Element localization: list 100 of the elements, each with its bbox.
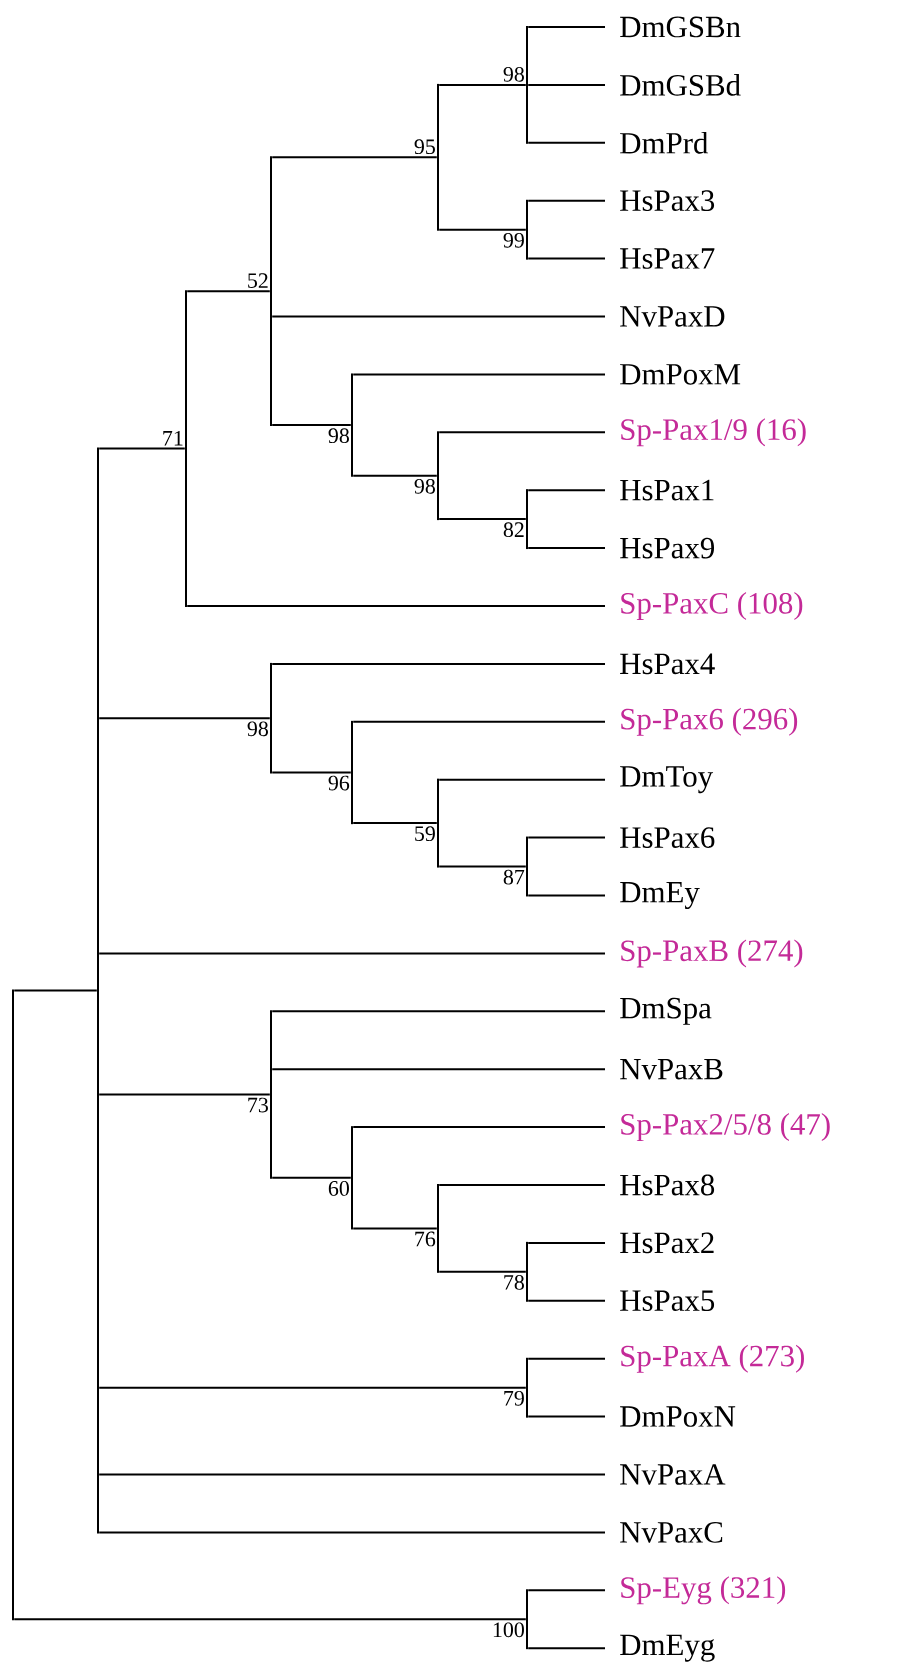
bootstrap-value: 100 xyxy=(493,1622,524,1638)
branch-line xyxy=(526,836,528,897)
leaf-label: Sp-Pax1/9 (16) xyxy=(621,418,806,447)
branch-line xyxy=(438,1184,606,1186)
branch-line xyxy=(527,257,606,260)
branch-line xyxy=(271,1068,606,1071)
bootstrap-value: 78 xyxy=(504,1275,524,1290)
bootstrap-value: 98 xyxy=(503,66,524,82)
leaf-label: NvPaxC xyxy=(620,1522,723,1543)
bootstrap-value: 99 xyxy=(503,232,524,248)
bootstrap-value: 79 xyxy=(504,1390,524,1406)
leaf-label: HsPax9 xyxy=(620,537,714,559)
branch-line xyxy=(185,290,187,607)
branch-line xyxy=(271,1176,352,1179)
branch-line xyxy=(352,822,438,825)
branch-line xyxy=(527,836,606,839)
leaf-label: Sp-PaxC (108) xyxy=(621,592,803,620)
branch-line xyxy=(271,771,352,774)
branch-line xyxy=(270,1010,272,1179)
branch-line xyxy=(98,1386,527,1389)
leaf-label: HsPax4 xyxy=(620,653,715,675)
branch-line xyxy=(437,1184,439,1273)
branch-line xyxy=(438,83,527,86)
branch-line xyxy=(13,989,98,992)
branch-line xyxy=(526,1241,528,1302)
branch-line xyxy=(98,952,606,955)
leaf-label: HsPax2 xyxy=(620,1232,714,1254)
branch-line xyxy=(437,431,439,521)
branch-line xyxy=(527,1415,606,1418)
branch-line xyxy=(351,1126,353,1230)
leaf-label: DmPoxM xyxy=(620,364,741,385)
branch-line xyxy=(527,1357,606,1360)
leaf-label: HsPax5 xyxy=(620,1290,715,1312)
bootstrap-value: 52 xyxy=(248,273,268,288)
bootstrap-value: 98 xyxy=(414,478,435,494)
leaf-label: DmEyg xyxy=(620,1634,715,1662)
branch-line xyxy=(527,1241,606,1244)
bootstrap-value: 96 xyxy=(328,775,350,791)
branch-line xyxy=(527,489,606,492)
branch-line xyxy=(437,83,439,231)
leaf-label: Sp-Pax6 (296) xyxy=(621,707,798,736)
branch-line xyxy=(271,662,606,665)
branch-line xyxy=(352,474,438,477)
branch-line xyxy=(352,1227,438,1230)
branch-line xyxy=(438,518,527,521)
branch-line xyxy=(438,1270,527,1273)
leaf-label: HsPax7 xyxy=(620,248,715,269)
branch-line xyxy=(438,431,606,434)
branch-line xyxy=(438,865,527,868)
bootstrap-value: 60 xyxy=(328,1181,349,1196)
bootstrap-value: 76 xyxy=(415,1231,436,1247)
leaf-label: DmPrd xyxy=(620,131,709,154)
leaf-label: Sp-Eyg (321) xyxy=(621,1576,786,1605)
branch-line xyxy=(527,894,606,897)
branch-line xyxy=(437,778,439,868)
leaf-label: DmPoxN xyxy=(620,1406,736,1427)
bootstrap-value: 59 xyxy=(415,826,435,842)
branch-line xyxy=(526,1589,528,1650)
branch-line xyxy=(527,547,606,550)
branch-line xyxy=(438,778,606,781)
leaf-label: Sp-Pax2/5/8 (47) xyxy=(621,1113,830,1142)
leaf-label: HsPax1 xyxy=(620,479,714,501)
branch-line xyxy=(527,1589,606,1592)
branch-line xyxy=(98,447,186,450)
branch-line xyxy=(271,315,606,318)
leaf-label: Sp-PaxB (274) xyxy=(621,939,803,968)
branch-line xyxy=(527,1299,606,1302)
branch-line xyxy=(186,290,271,293)
branch-line xyxy=(98,717,271,720)
branch-line xyxy=(270,662,272,774)
leaf-label: DmSpa xyxy=(620,997,712,1025)
bootstrap-value: 98 xyxy=(247,721,268,737)
leaf-label: HsPax3 xyxy=(620,190,715,212)
leaf-label: DmGSBn xyxy=(620,16,741,38)
branch-line xyxy=(526,489,528,550)
bootstrap-value: 73 xyxy=(248,1097,268,1113)
branch-line xyxy=(12,989,14,1621)
branch-line xyxy=(13,1618,527,1621)
branch-line xyxy=(271,424,352,427)
branch-line xyxy=(186,605,606,607)
branch-line xyxy=(438,228,527,231)
branch-line xyxy=(352,373,606,376)
branch-line xyxy=(271,1010,606,1013)
branch-line xyxy=(270,156,272,427)
leaf-label: NvPaxD xyxy=(620,306,725,327)
branch-line xyxy=(527,1647,606,1650)
leaf-label: NvPaxB xyxy=(620,1058,723,1080)
bootstrap-value: 87 xyxy=(503,869,525,885)
branch-line xyxy=(351,373,353,477)
branch-line xyxy=(526,199,528,260)
branch-line xyxy=(527,199,606,202)
bootstrap-value: 71 xyxy=(163,430,183,446)
branch-line xyxy=(526,26,528,144)
branch-line xyxy=(98,1093,271,1096)
leaf-label: HsPax8 xyxy=(620,1174,715,1196)
branch-line xyxy=(351,720,353,825)
leaf-label: DmGSBd xyxy=(620,74,741,96)
bootstrap-value: 95 xyxy=(414,139,435,155)
branch-line xyxy=(527,141,606,144)
bootstrap-value: 82 xyxy=(503,522,524,538)
